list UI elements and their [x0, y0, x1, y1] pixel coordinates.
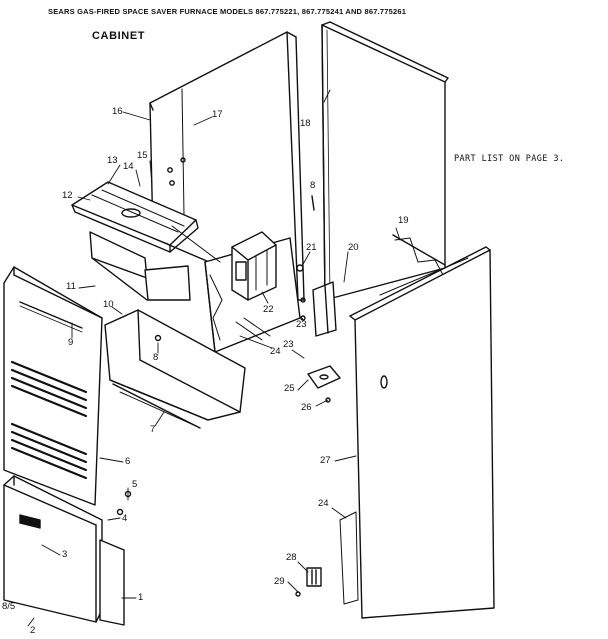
part-label-4: 4 [122, 513, 128, 524]
part-label-16: 16 [112, 106, 123, 117]
part-label-26: 26 [301, 402, 312, 413]
section-title: CABINET [92, 30, 146, 42]
junction-box [232, 232, 276, 300]
burner-tray [72, 182, 220, 262]
part-label-25: 25 [284, 383, 295, 394]
part-label-17: 17 [212, 109, 223, 120]
front-cabinet-panel [340, 247, 494, 618]
divider-panel [393, 235, 445, 275]
part-label-12: 12 [62, 190, 73, 201]
part-label-21: 21 [306, 242, 317, 253]
part-label-8a: 8 [153, 352, 159, 363]
part-label-24a: 24 [270, 346, 281, 357]
right-side-panel [322, 22, 448, 300]
part-label-9: 9 [68, 337, 74, 348]
part-label-22: 22 [263, 304, 274, 315]
part-label-23b: 23 [283, 339, 294, 350]
page-code: 8/5 [2, 601, 16, 612]
part-label-8b: 8 [310, 180, 316, 191]
leader-lines [28, 90, 400, 626]
part-label-24b: 24 [318, 498, 329, 509]
part-label-6: 6 [125, 456, 131, 467]
part-label-15: 15 [137, 150, 148, 161]
part-label-14: 14 [123, 161, 134, 172]
part-label-13: 13 [107, 155, 118, 166]
part-label-23a: 23 [296, 319, 307, 330]
part-label-5: 5 [132, 479, 138, 490]
part-label-2: 2 [30, 625, 36, 636]
part-label-29: 29 [274, 576, 285, 587]
part-label-27: 27 [320, 455, 331, 466]
upper-louvers [12, 362, 86, 478]
part-label-11: 11 [66, 281, 76, 292]
part-label-10: 10 [103, 299, 114, 310]
blower-housing [90, 232, 190, 300]
part-label-20: 20 [348, 242, 359, 253]
part-label-1: 1 [138, 592, 144, 603]
part-label-3: 3 [62, 549, 68, 560]
parts-list-note: PART LIST ON PAGE 3. [454, 154, 565, 164]
part-label-7: 7 [150, 424, 156, 435]
part-label-19: 19 [398, 215, 409, 226]
part-label-18: 18 [300, 118, 311, 129]
small-parts [118, 196, 341, 596]
lower-door [4, 476, 124, 625]
part-label-28: 28 [286, 552, 297, 563]
diagram-title: SEARS GAS-FIRED SPACE SAVER FURNACE MODE… [48, 7, 407, 16]
upper-front-panel [4, 267, 102, 505]
vent-shroud [105, 310, 245, 428]
